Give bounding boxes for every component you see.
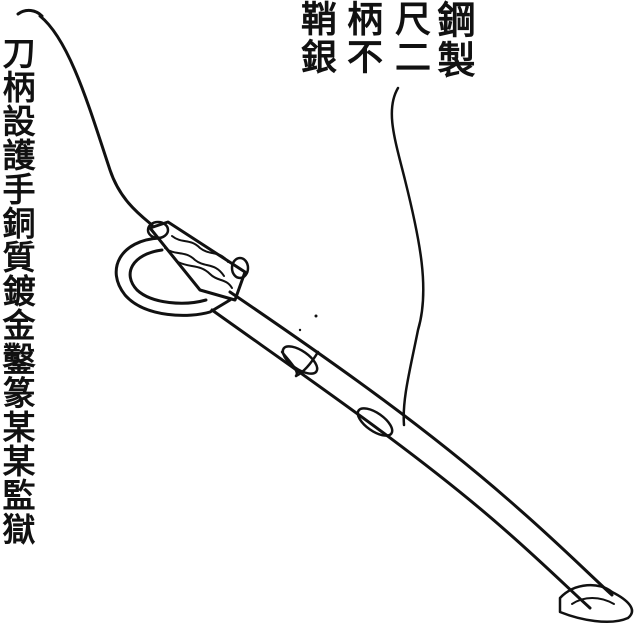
leader-line <box>390 86 425 427</box>
caption-column-left: 刀柄設護手銅質鍍金鑿篆某某監獄 <box>0 36 36 546</box>
caption-column-1: 鋼製 <box>431 0 476 80</box>
caption-column-4: 鞘銀 <box>295 0 337 76</box>
caption-column-3: 柄不 <box>341 0 383 76</box>
caption-column-2: 尺二 <box>389 0 431 76</box>
hand-guard <box>114 236 232 317</box>
sword-cord <box>38 14 154 227</box>
scabbard <box>228 290 614 597</box>
scabbard-band-2 <box>356 407 394 437</box>
scabbard-chape <box>558 584 634 624</box>
